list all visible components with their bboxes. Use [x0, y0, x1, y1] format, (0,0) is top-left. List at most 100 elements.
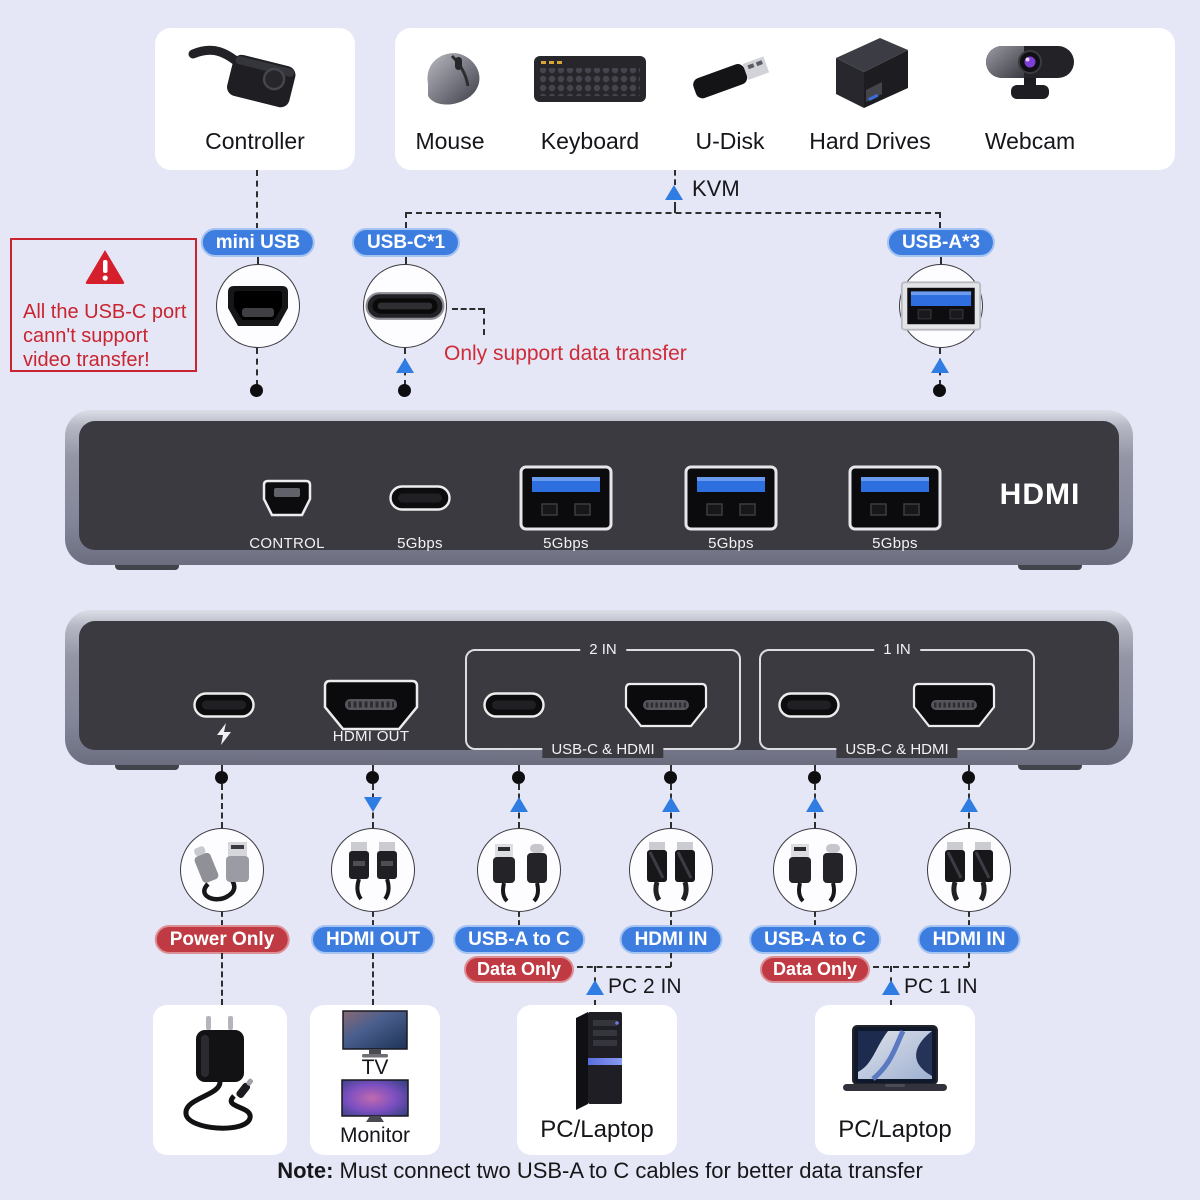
controller-connector-line [256, 170, 258, 229]
front-usb-a-port-3-icon [848, 465, 942, 531]
hdmi-in-cable-icon [647, 842, 695, 902]
controller-icon [188, 45, 296, 108]
laptop-icon [843, 1025, 947, 1091]
power-only-pill: Power Only [154, 925, 290, 954]
hdmi-out-pill: HDMI OUT [311, 925, 435, 954]
kvm-label: KVM [692, 176, 740, 201]
mini-usb-pill: mini USB [200, 228, 316, 257]
usb-c-in-right-dot [808, 771, 821, 784]
usb-a-to-c-cable-circle-right [773, 828, 857, 912]
kvm-arrow-icon [665, 185, 683, 200]
pc2-arrow-icon [586, 980, 604, 995]
usb-a-port-icon [900, 281, 982, 331]
group-1in-caption: USB-C & HDMI [836, 741, 958, 758]
udisk-icon [693, 56, 770, 99]
mini-usb-port-icon [228, 286, 288, 326]
controller-label: Controller [205, 128, 305, 154]
hdmi-in-right-junction-drop [968, 953, 970, 967]
hdmi-out-arrow-icon [364, 797, 382, 812]
power-bolt-icon [217, 723, 231, 745]
usb-c-in-right-arrow-icon [806, 797, 824, 812]
pc-tower-icon [576, 1012, 622, 1110]
mouse-icon [427, 53, 480, 105]
monitor-label: Monitor [339, 1124, 411, 1147]
power-dot [215, 771, 228, 784]
hard-drives-label: Hard Drives [809, 128, 931, 154]
tv-label: TV [361, 1056, 389, 1079]
usb-a-pill-drop [940, 257, 942, 265]
hdmi-in-left-junction-drop [670, 953, 672, 967]
group-2in-title: 2 IN [580, 641, 626, 658]
pc2-in-label: PC 2 IN [608, 975, 682, 998]
usb-a-to-c-pill-right: USB-A to C [749, 925, 881, 954]
warning-text: All the USB-C port cann't support video … [23, 301, 187, 371]
usba-bracket-drop [939, 212, 941, 228]
usb-a-to-c-pill-left: USB-A to C [453, 925, 585, 954]
front-usb-a-port-1-icon [519, 465, 613, 531]
udisk-label: U-Disk [695, 128, 765, 154]
hdmi-out-gap-dash [372, 912, 374, 925]
group-2in-caption: USB-C & HDMI [542, 741, 664, 758]
usb-c-speed-label: 5Gbps [397, 535, 443, 552]
usb-a-arrow-icon [931, 358, 949, 373]
usb-c-port-icon [365, 292, 445, 320]
pc1-junction-line [873, 966, 969, 968]
keyboard-icon [534, 56, 646, 102]
hdmi-in-pill-left: HDMI IN [619, 925, 723, 954]
pc2-junction-line [577, 966, 671, 968]
usb-c-pill: USB-C*1 [351, 228, 461, 257]
usbac-left-gap-dash [518, 912, 520, 925]
pc2-usb-c-port-icon [483, 692, 545, 718]
power-line [221, 765, 223, 828]
kvm-line-bottom [674, 202, 676, 213]
note-text: Note: Must connect two USB-A to C cables… [0, 1158, 1200, 1184]
usb-c-port-circle [363, 264, 447, 348]
hdmi-in-left-gap-dash [670, 912, 672, 925]
pc1-label: PC/Laptop [838, 1116, 952, 1143]
tv-card-drop [372, 953, 374, 1005]
usb-c-note-line-h [452, 308, 484, 310]
mini-usb-dot [250, 384, 263, 397]
hdmi-in-cable-icon-2 [945, 842, 993, 902]
hdmi-in-cable-circle-right [927, 828, 1011, 912]
hdmi-in-right-dot [962, 771, 975, 784]
usbac-right-gap-dash [814, 912, 816, 925]
pc1-usb-c-port-icon [778, 692, 840, 718]
note-prefix: Note: [277, 1158, 334, 1183]
usb-a-to-c-cable-icon [493, 844, 547, 903]
control-port-label: CONTROL [249, 535, 325, 552]
data-only-pill-left: Data Only [463, 956, 575, 983]
usb-a-speed-label-3: 5Gbps [872, 535, 918, 552]
group-1in: 1 IN USB-C & HDMI [759, 641, 1035, 758]
power-cable-icon [194, 842, 249, 902]
front-usb-a-port-2-icon [684, 465, 778, 531]
usb-c-dot [398, 384, 411, 397]
pc2-hdmi-port-icon [624, 682, 708, 728]
hdmi-in-cable-circle-left [629, 828, 713, 912]
hdmi-out-cable-circle [331, 828, 415, 912]
hdmi-in-right-arrow-icon [960, 797, 978, 812]
hdmi-in-right-line [968, 765, 970, 828]
hdmi-out-line [372, 765, 374, 828]
tv-icon [342, 1010, 408, 1058]
hdmi-in-left-arrow-icon [662, 797, 680, 812]
power-adapter-icon [183, 1016, 254, 1131]
pc1-in-label: PC 1 IN [904, 975, 978, 998]
hdmi-in-right-gap-dash [968, 912, 970, 925]
group-2in: 2 IN USB-C & HDMI [465, 641, 741, 758]
usb-c-pill-drop [405, 257, 407, 265]
hdmi-in-left-dot [664, 771, 677, 784]
hdmi-in-pill-right: HDMI IN [917, 925, 1021, 954]
usb-a-pill: USB-A*3 [886, 228, 996, 257]
power-cable-circle [180, 828, 264, 912]
mini-usb-pill-drop [257, 257, 259, 265]
pc1-hdmi-port-icon [912, 682, 996, 728]
power-card-drop [221, 953, 223, 1005]
usbc-bracket-drop [405, 212, 407, 228]
usb-a-to-c-cable-icon-2 [789, 844, 843, 903]
hard-drive-icon [836, 38, 908, 108]
usb-a-dot [933, 384, 946, 397]
data-only-pill-right: Data Only [759, 956, 871, 983]
usb-a-port-circle [899, 264, 983, 348]
